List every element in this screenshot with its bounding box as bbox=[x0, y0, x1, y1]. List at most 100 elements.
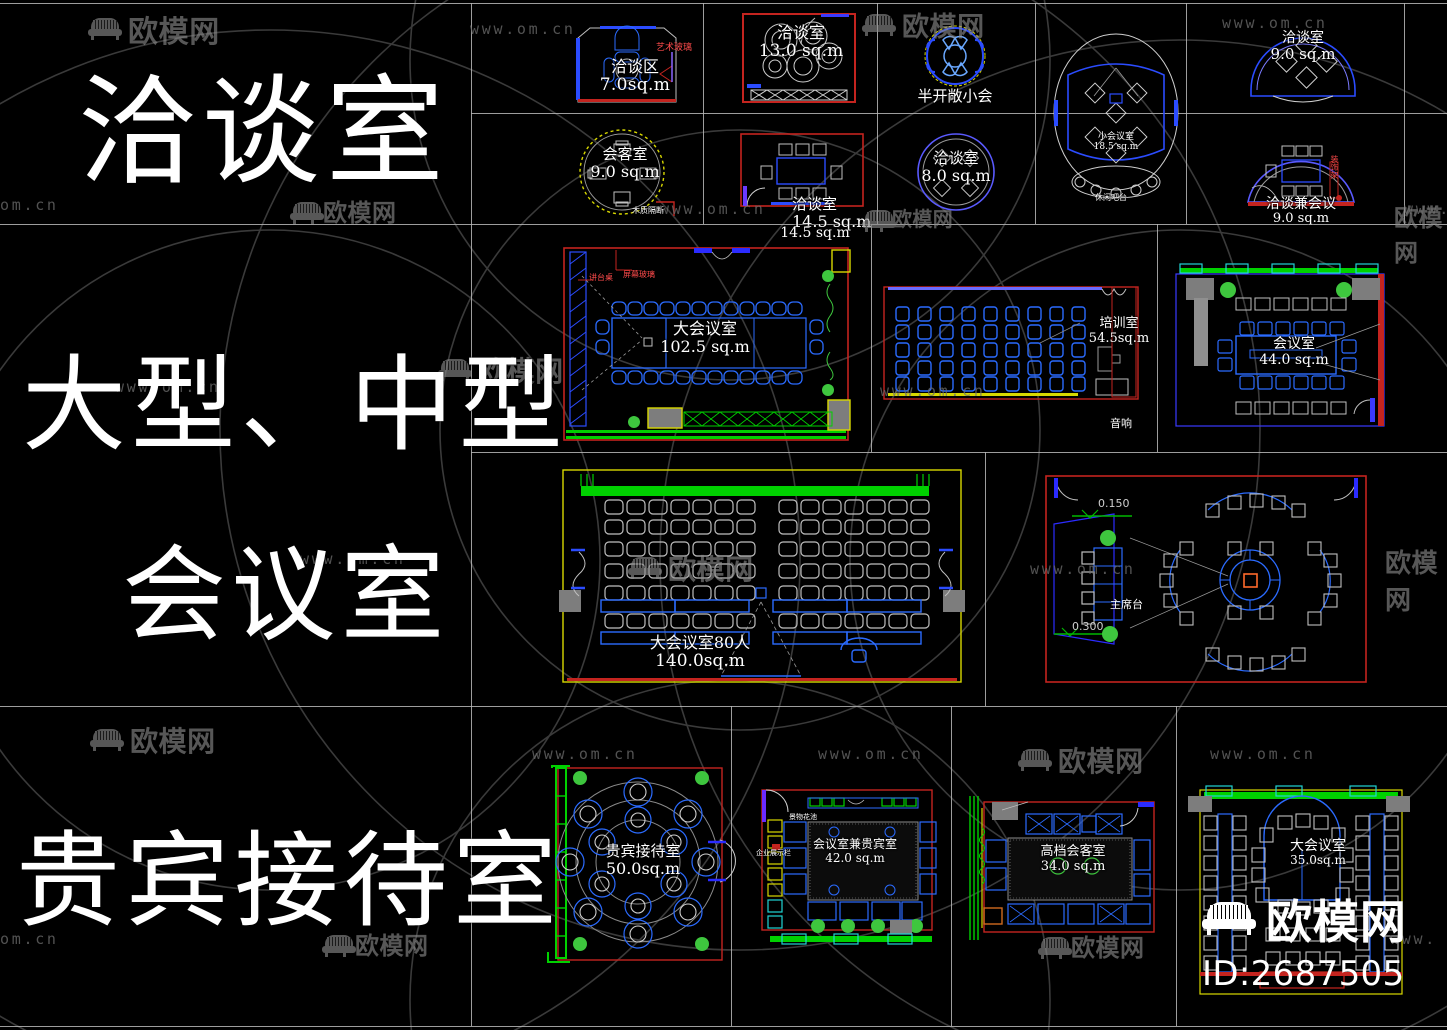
grid-line-row1 bbox=[0, 224, 1447, 225]
plan-area: 7.0sq.m bbox=[599, 75, 671, 96]
plan-training-545-note: 音响 bbox=[1110, 417, 1132, 430]
plan-name: 培训室 bbox=[1099, 316, 1139, 331]
grid-col-2c bbox=[1035, 3, 1036, 224]
plan-name: 高档会客室 bbox=[1040, 844, 1106, 859]
plan-round-conference-note: 主席台 bbox=[1110, 598, 1143, 611]
plan-name: 大会议室 bbox=[1290, 838, 1346, 854]
plan-area: 9.0 sq.m bbox=[590, 162, 660, 182]
plan-name: 洽谈室 bbox=[933, 149, 979, 167]
sofa-icon bbox=[1202, 902, 1256, 936]
plan-training-545-label: 培训室 54.5sq.m bbox=[1084, 316, 1154, 347]
plan-negotiation-area-label: 洽谈区 7.0sq.m bbox=[580, 57, 690, 96]
brand-watermark: 欧模网 ID:2687505 bbox=[1202, 886, 1407, 994]
plan-name: 贵宾接待室 bbox=[605, 842, 681, 860]
plan-semi-open-meeting-drawing bbox=[905, 22, 1005, 92]
watermark-text: 欧模网 bbox=[130, 725, 216, 758]
plan-name: 会议室兼贵宾室 bbox=[812, 837, 897, 851]
grid-col-2d bbox=[1186, 3, 1187, 224]
grid-line-top bbox=[0, 3, 1447, 4]
url-watermark-10: www.om.cn bbox=[532, 745, 638, 763]
grid-line-bottom bbox=[0, 1026, 1447, 1027]
url-watermark-11: www.om.cn bbox=[818, 745, 924, 763]
plan-name: 洽谈室 bbox=[1282, 30, 1324, 46]
grid-col-1 bbox=[471, 3, 472, 1026]
plan-small-meeting-oval-note: 休闲吧台 bbox=[1095, 193, 1127, 202]
plan-small-meeting-oval-drawing bbox=[1046, 30, 1186, 210]
plan-big-conference-1025-label: 大会议室 102.5 sq.m bbox=[640, 319, 770, 357]
plan-name: 洽谈室 bbox=[792, 195, 838, 213]
plan-negotiation-9-label: 洽谈室 9.0 sq.m bbox=[1248, 30, 1358, 63]
plan-negotiation-meeting-9-label: 洽谈兼会议 9.0 sq.m bbox=[1241, 196, 1361, 227]
plan-area: 54.5sq.m bbox=[1088, 330, 1150, 346]
plan-reception-9-label: 会客室 9.0 sq.m bbox=[570, 145, 680, 182]
grid-col-bot-a bbox=[731, 706, 732, 1026]
model-id: ID:2687505 bbox=[1202, 954, 1405, 994]
grid-line-top-mid bbox=[471, 113, 1447, 114]
plan-round-conference-drawing bbox=[1032, 466, 1380, 692]
plan-negotiation-13-label: 洽谈室 13.0 sq.m bbox=[742, 23, 860, 62]
plan-name: 大会议室80人 bbox=[649, 633, 751, 652]
plan-name: 小会议室 bbox=[1097, 132, 1134, 142]
plan-area: 9.0 sq.m bbox=[1270, 45, 1336, 64]
sofa-icon bbox=[90, 729, 124, 751]
plan-area: 13.0 sq.m bbox=[758, 41, 844, 62]
section-title-conference-line1: 大型、中型 bbox=[22, 344, 569, 466]
grid-col-mid-c bbox=[985, 452, 986, 706]
plan-conference-vip-42-note2: 景物花池 bbox=[789, 813, 817, 821]
plan-premium-lounge-34-label: 高档会客室 34.0 sq.m bbox=[1018, 844, 1128, 875]
watermark-text: 欧模网 bbox=[1058, 745, 1144, 778]
plan-conference-44-label: 会议室 44.0 sq.m bbox=[1244, 336, 1344, 368]
plan-negotiation-area-note: 艺术玻璃 bbox=[656, 43, 693, 53]
url-watermark-3: om.cn bbox=[0, 196, 59, 214]
plan-vip-reception-50-label: 贵宾接待室 50.0sq.m bbox=[588, 842, 698, 879]
plan-area: 8.0 sq.m bbox=[921, 166, 991, 186]
plan-conference-vip-42-drawing bbox=[748, 786, 940, 952]
plan-conference-vip-42-label: 会议室兼贵宾室 42.0 sq.m bbox=[792, 837, 918, 866]
watermark-10: 欧模网 bbox=[1018, 740, 1144, 780]
grid-col-bot-b bbox=[951, 706, 952, 1026]
url-watermark-5: www. bbox=[1404, 200, 1447, 218]
watermark-text: 欧模网 bbox=[1385, 549, 1439, 616]
grid-line-row2 bbox=[0, 706, 1447, 707]
plan-conference-vip-42-note: 企业展示栏 bbox=[756, 849, 791, 857]
sofa-icon bbox=[1018, 749, 1052, 771]
plan-big-conference-1025-note: 讲台桌 bbox=[589, 273, 613, 282]
plan-big-conference-1025-topnote: 14.5 sq.m bbox=[780, 225, 850, 241]
plan-big-conference-br-label: 大会议室 35.0sq.m bbox=[1258, 838, 1378, 868]
grid-col-mid-a bbox=[871, 224, 872, 452]
plan-area: 35.0sq.m bbox=[1290, 853, 1346, 868]
plan-small-meeting-oval-label: 小会议室 18.5 sq.m bbox=[1066, 132, 1166, 153]
plan-big-conference-1025-note2: 屏幕玻璃 bbox=[623, 270, 655, 279]
grid-col-2e bbox=[1404, 3, 1405, 224]
plan-big-conference-80-label: 大会议室80人 140.0sq.m bbox=[625, 633, 775, 672]
plan-area: 18.5 sq.m bbox=[1093, 142, 1139, 153]
plan-negotiation-8-label: 洽谈室 8.0 sq.m bbox=[908, 149, 1004, 186]
plan-semi-open-meeting-label: 半开敞小会 bbox=[917, 87, 993, 105]
plan-round-conference-level1: 0.150 bbox=[1098, 497, 1130, 510]
plan-round-conference-level2: 0.300 bbox=[1072, 620, 1104, 633]
plan-area: 50.0sq.m bbox=[605, 859, 681, 879]
plan-reception-9-note: 木质隔断 bbox=[632, 206, 664, 215]
plan-name: 大会议室 bbox=[672, 319, 737, 338]
watermark-6: 欧模网 bbox=[1385, 543, 1447, 617]
plan-area: 9.0 sq.m bbox=[1272, 211, 1330, 227]
section-title-vip: 贵宾接待室 bbox=[16, 820, 563, 942]
grid-col-2b bbox=[877, 3, 878, 224]
plan-area: 34.0 sq.m bbox=[1040, 858, 1106, 874]
grid-col-bot-c bbox=[1176, 706, 1177, 1026]
section-title-conference-line2: 会议室 bbox=[122, 534, 450, 656]
plan-area: 44.0 sq.m bbox=[1259, 352, 1329, 369]
grid-line-mid-split bbox=[471, 452, 1447, 453]
plan-name: 洽谈室 bbox=[776, 23, 825, 42]
watermark-4: 欧模网 bbox=[1394, 198, 1447, 268]
plan-area: 102.5 sq.m bbox=[660, 337, 750, 357]
plan-name: 洽谈兼会议 bbox=[1266, 196, 1336, 212]
grid-col-2a bbox=[703, 3, 704, 224]
plan-name: 会客室 bbox=[602, 145, 648, 163]
sofa-icon bbox=[862, 13, 896, 36]
plan-area: 140.0sq.m bbox=[655, 651, 745, 672]
url-watermark-12: www.om.cn bbox=[1210, 745, 1316, 763]
plan-name: 洽谈区 bbox=[610, 57, 659, 76]
section-title-negotiation: 洽谈室 bbox=[78, 63, 450, 201]
